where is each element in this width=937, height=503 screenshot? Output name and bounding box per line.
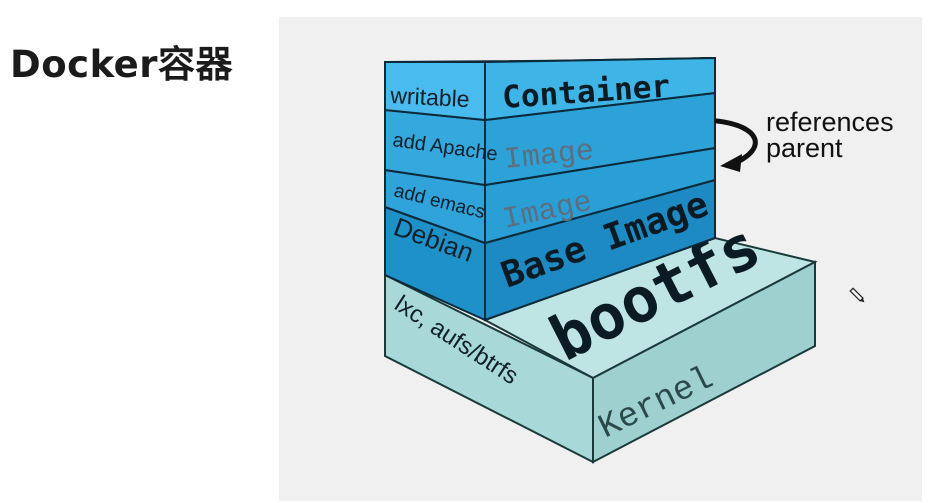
- kernel-right-face: [592, 260, 816, 464]
- annotation-line-1: references: [766, 107, 894, 137]
- apache-image-layer: add Apache Image: [384, 91, 716, 187]
- base-image-layer: Debian Base Image: [384, 178, 716, 322]
- annotation-line-2: parent: [766, 133, 843, 163]
- slide-title: Docker容器: [10, 43, 234, 86]
- container-left-label: writable: [389, 82, 471, 112]
- docker-layers-diagram: bootfs lxc, aufs/btrfs Kernel Debian Bas…: [279, 17, 922, 501]
- references-parent-arrow-icon: [714, 118, 758, 172]
- pencil-icon: [849, 287, 865, 303]
